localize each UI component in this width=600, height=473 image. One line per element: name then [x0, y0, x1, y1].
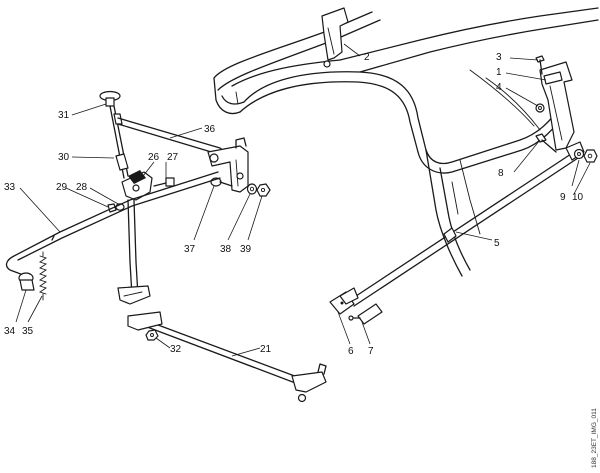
- rod-30: [109, 105, 129, 179]
- bolt-3: [535, 55, 545, 75]
- callout-10: 10: [572, 192, 584, 203]
- callout-6: 6: [348, 346, 354, 357]
- bolt-27: [153, 177, 175, 187]
- spring-35: [38, 251, 48, 301]
- callout-33: 33: [4, 182, 16, 193]
- link-rod: [117, 199, 151, 305]
- rod-5: [349, 141, 585, 307]
- callout-35: 35: [22, 326, 34, 337]
- callout-38: 38: [220, 244, 232, 255]
- knob-31: [99, 90, 121, 107]
- callout-9: 9: [560, 192, 566, 203]
- nut-32: [145, 329, 159, 341]
- callout-31: 31: [58, 110, 70, 121]
- nut-10: [583, 149, 598, 163]
- callout-5: 5: [494, 238, 500, 249]
- callout-30: 30: [58, 152, 70, 163]
- bracket-2: [321, 7, 349, 68]
- rod-33: [5, 171, 221, 277]
- clevis-6: [329, 287, 359, 315]
- lever-bracket: [207, 137, 249, 193]
- callout-26: 26: [148, 152, 160, 163]
- cap-34: [18, 272, 35, 291]
- callout-1: 1: [496, 67, 502, 78]
- callout-36: 36: [204, 124, 216, 135]
- callout-3: 3: [496, 52, 502, 63]
- bolt-8: [535, 133, 557, 153]
- callout-2: 2: [364, 52, 370, 63]
- callout-27: 27: [167, 152, 179, 163]
- callouts: 31 30 33 29 28 26 27 36 37 38 39 34 35 3…: [4, 52, 584, 357]
- callout-21: 21: [260, 344, 272, 355]
- callout-37: 37: [184, 244, 196, 255]
- callout-28: 28: [76, 182, 88, 193]
- washer-38: [246, 183, 258, 195]
- rod-21: [127, 311, 327, 403]
- bracket-26: [121, 170, 153, 201]
- callout-39: 39: [240, 244, 252, 255]
- figure-code: 188_23ET_IMG_011: [591, 408, 598, 468]
- bracket-1: [539, 61, 575, 151]
- callout-29: 29: [56, 182, 68, 193]
- washer-9: [573, 148, 585, 160]
- callout-4: 4: [496, 82, 502, 93]
- nut-39: [256, 183, 271, 197]
- callout-32: 32: [170, 344, 182, 355]
- pin-7: [348, 303, 383, 325]
- callout-8: 8: [498, 168, 504, 179]
- leader-lines: [15, 43, 591, 357]
- frame: [213, 7, 599, 277]
- callout-7: 7: [368, 346, 374, 357]
- callout-34: 34: [4, 326, 16, 337]
